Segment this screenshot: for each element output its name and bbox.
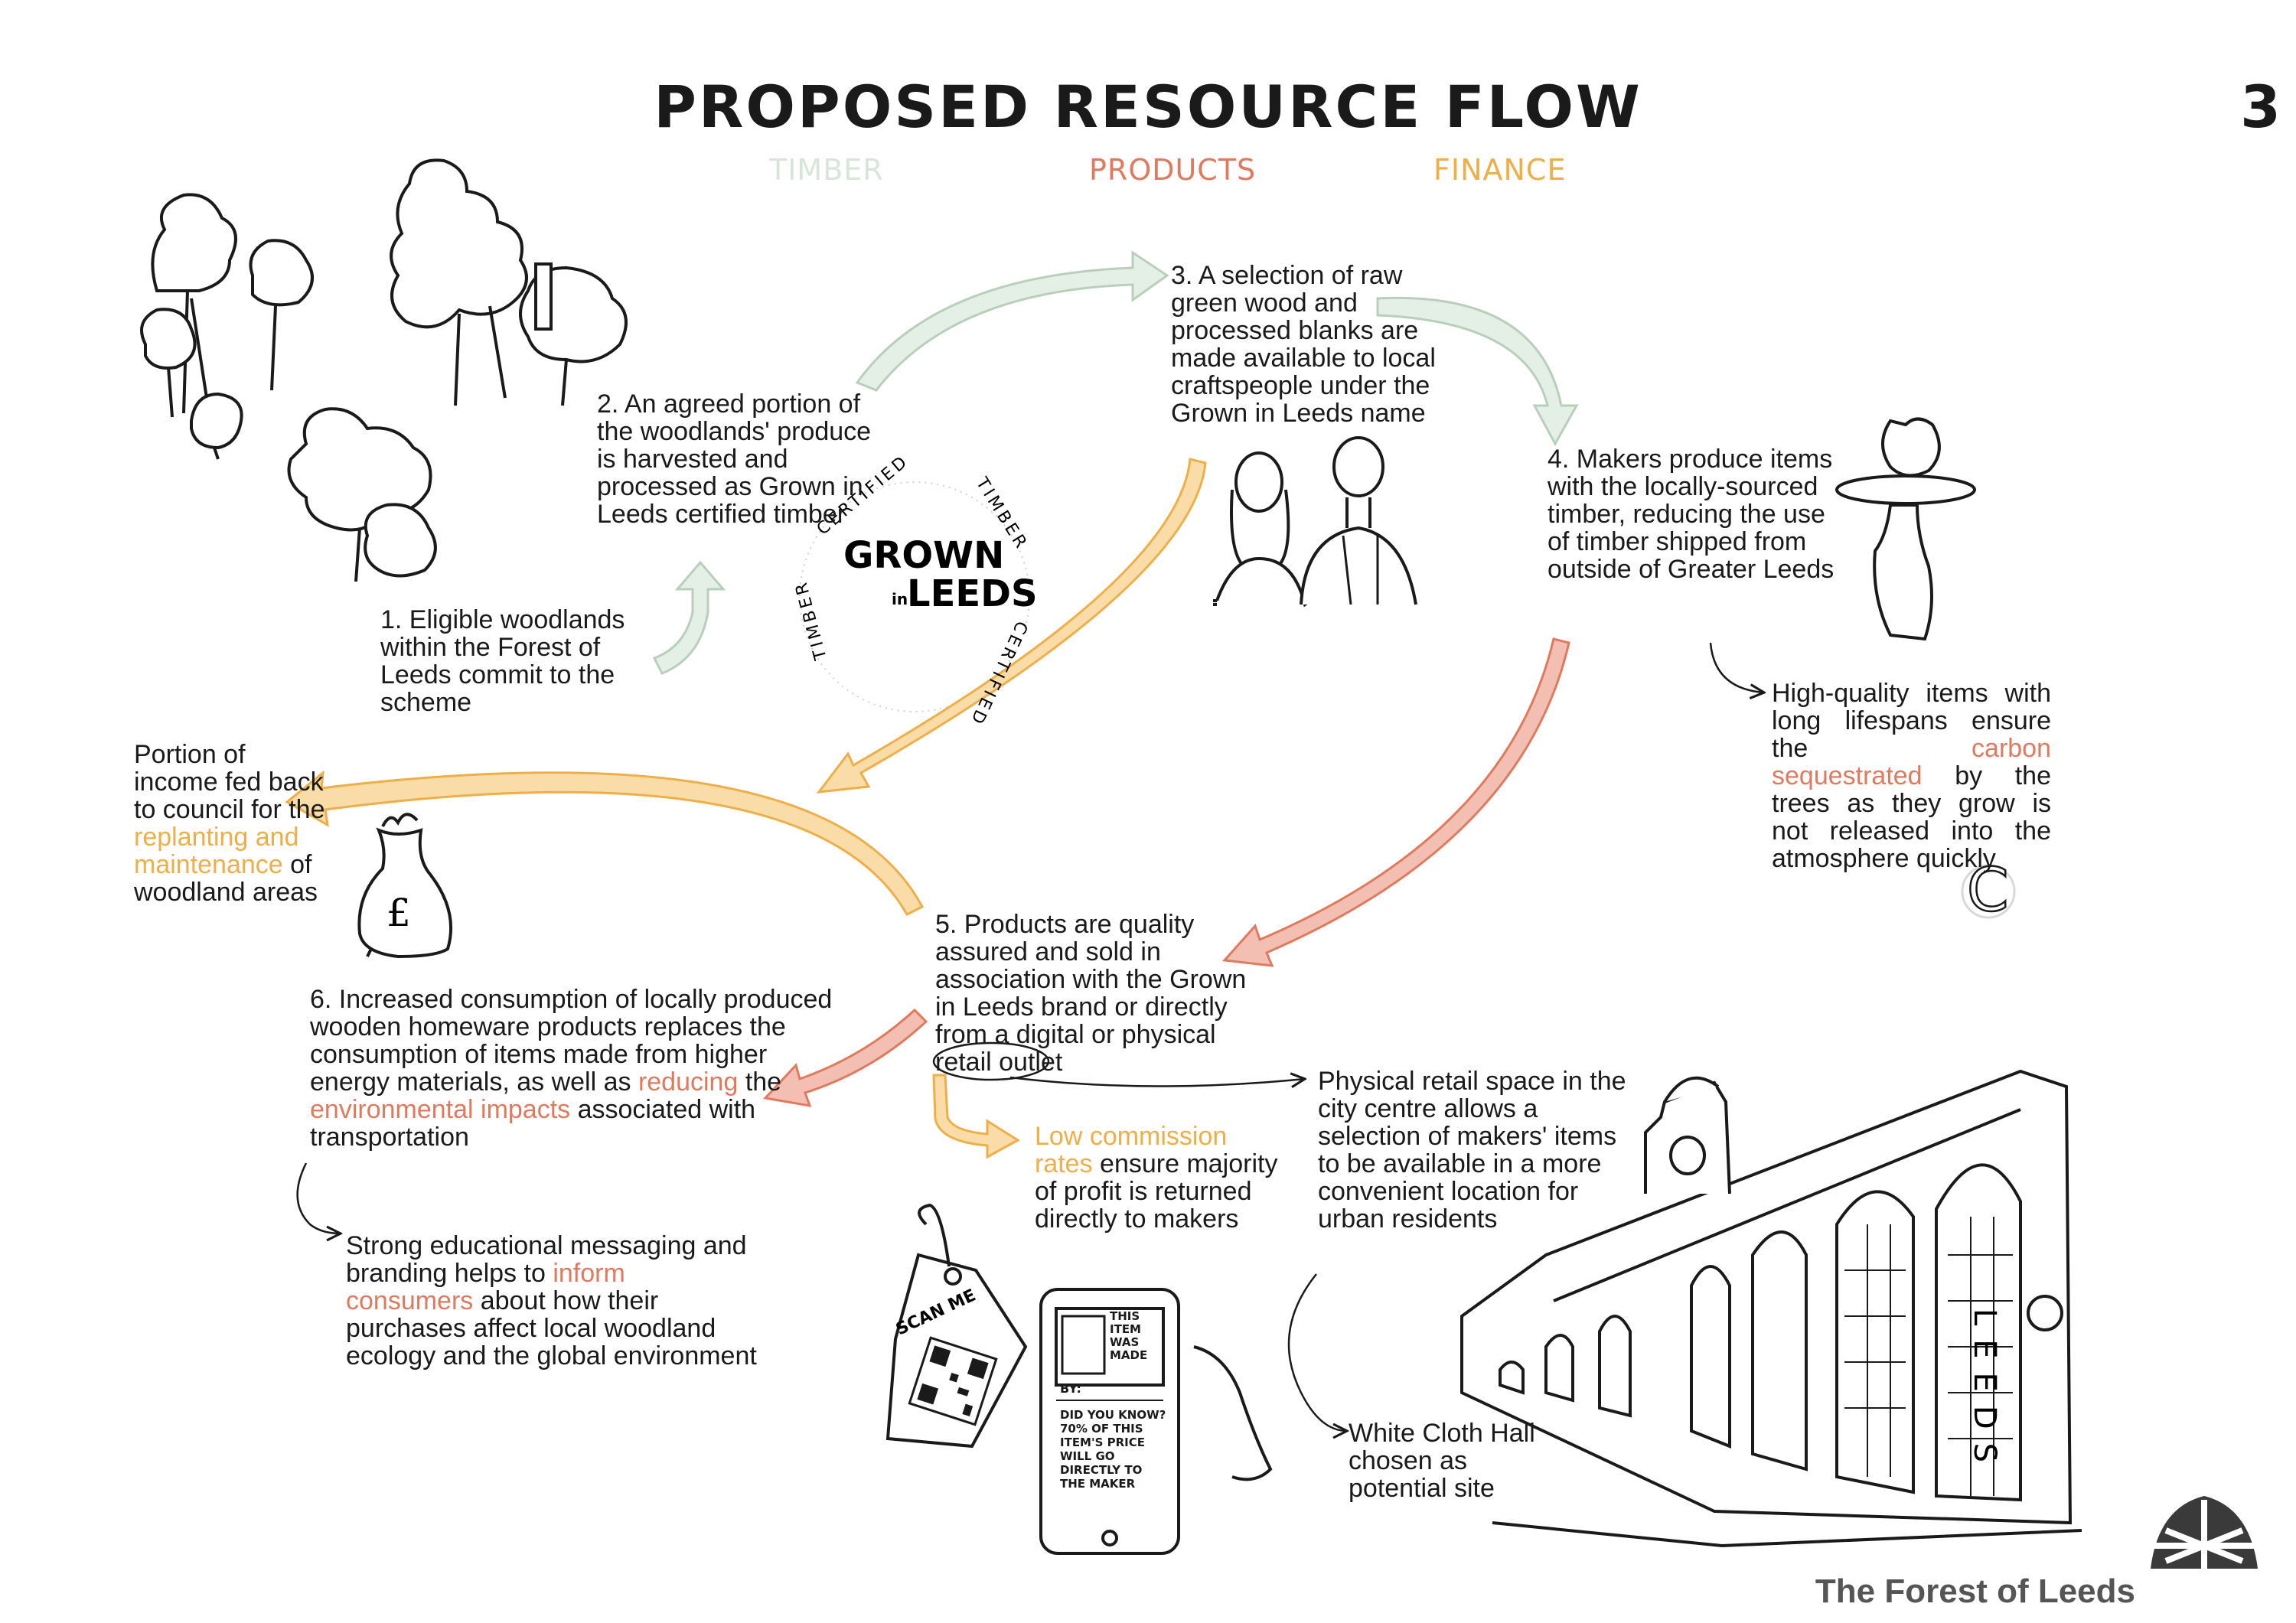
income-highlight: replanting and maintenance [134, 823, 299, 879]
legend-finance: FINANCE [1433, 153, 1567, 187]
forest-of-leeds-logo [2151, 1496, 2258, 1569]
step6-highlight-impacts: environmental impacts [310, 1095, 571, 1124]
money-bag-illustration [357, 813, 453, 959]
phone-screen-by: BY: [1060, 1381, 1081, 1396]
makers-illustration [1213, 436, 1417, 608]
connector-step6-education [296, 1162, 341, 1234]
bag-symbol: £ [386, 891, 411, 935]
step6-text-a: 6. Increased consumption of locally prod… [310, 985, 833, 1097]
education-text: Strong educational messaging and brandin… [346, 1232, 759, 1370]
page-title: PROPOSED RESOURCE FLOW [654, 73, 1642, 141]
price-tag-illustration [885, 1203, 1028, 1449]
carbon-symbol: C [1967, 856, 2008, 925]
step-2-text: 2. An agreed portion of the woodlands' p… [597, 389, 872, 529]
step-5-text: 5. Products are quality assured and sold… [935, 910, 1247, 1077]
step6-text-e: associated with transportation [310, 1095, 756, 1152]
building-illustration [1460, 1069, 2082, 1548]
step-4-text: 4. Makers produce items with the locally… [1548, 445, 1835, 584]
tree-icon [249, 239, 314, 391]
income-text-c: of woodland areas [134, 850, 318, 907]
seal-brand-grown: GROWN [843, 534, 1004, 577]
site-text: White Cloth Hall chosen as potential sit… [1349, 1419, 1535, 1503]
connector-physical-retail [1009, 1077, 1305, 1087]
legend-products: PRODUCTS [1089, 153, 1257, 187]
physical-highlight-circle [932, 1041, 1050, 1081]
arrow-step5-to-income [285, 770, 925, 916]
step6-highlight-reducing: reducing [638, 1067, 739, 1097]
retail-text: Physical retail space in the city centre… [1318, 1067, 1626, 1234]
arrow-step3-to-step5 [816, 458, 1207, 794]
education-highlight: inform consumers [346, 1259, 625, 1315]
footer-brand: The Forest of Leeds [1815, 1572, 2135, 1610]
connector-step4-carbon [1709, 642, 1764, 693]
page-number: 3 [2240, 73, 2281, 141]
education-text-a: Strong educational messaging and brandin… [346, 1231, 747, 1288]
carbon-text: High-quality items with long lifespans e… [1772, 680, 2051, 872]
step-3-text: 3. A selection of raw green wood and pro… [1171, 261, 1436, 428]
carbon-text-c: by the trees as they grow is not release… [1772, 761, 2051, 873]
seal-left-label: TIMBER [791, 578, 831, 663]
commission-highlight: Low commission rates [1035, 1122, 1228, 1178]
certified-seal [799, 481, 1030, 712]
arrow-step5-to-step6 [763, 1008, 928, 1107]
woodland-illustration [140, 158, 628, 582]
phone-screen-top: THIS ITEM WAS MADE [1110, 1310, 1147, 1362]
carbon-text-a: High-quality items with long lifespans e… [1772, 679, 2051, 763]
arrow-step5-to-commission [932, 1074, 1020, 1159]
tree-icon [364, 503, 437, 578]
income-text-a: Portion of income fed back to council fo… [134, 740, 325, 824]
tree-icon [190, 392, 243, 460]
step-6-text: 6. Increased consumption of locally prod… [310, 986, 838, 1151]
tree-icon [151, 193, 237, 414]
commission-text-b: ensure majority of profit is returned di… [1035, 1149, 1278, 1234]
step6-text-c: the [738, 1067, 782, 1097]
building-sign: LEEDS [1967, 1309, 2002, 1476]
commission-text: Low commission rates ensure majority of … [1035, 1123, 1287, 1233]
arrow-step2-to-step3 [855, 250, 1169, 392]
arrow-step3-to-step4 [1376, 296, 1579, 447]
phone-screen-fact: DID YOU KNOW? 70% OF THIS ITEM'S PRICE W… [1060, 1408, 1166, 1491]
arrow-step4-to-step5 [1221, 637, 1570, 967]
carbon-highlight: carbon sequestrated [1772, 734, 2051, 790]
carbon-illustration [1961, 864, 2016, 919]
tree-icon [390, 158, 528, 406]
seal-brand-leeds: LEEDS [907, 572, 1038, 615]
arrow-step1-to-step2 [652, 560, 726, 675]
income-text: Portion of income fed back to council fo… [134, 741, 333, 906]
seal-bottom-label: CERTIFIED [966, 618, 1032, 728]
legend-timber: TIMBER [769, 153, 884, 187]
wooden-item-illustration [1835, 417, 1976, 641]
phone-illustration [1039, 1288, 1273, 1555]
education-text-c: about how their purchases affect local w… [346, 1286, 757, 1370]
connector-retail-site [1287, 1273, 1347, 1431]
tree-icon [140, 308, 197, 418]
seal-brand-in: in [892, 590, 908, 608]
tree-icon [287, 407, 432, 582]
step-1-text: 1. Eligible woodlands within the Forest … [380, 605, 625, 717]
